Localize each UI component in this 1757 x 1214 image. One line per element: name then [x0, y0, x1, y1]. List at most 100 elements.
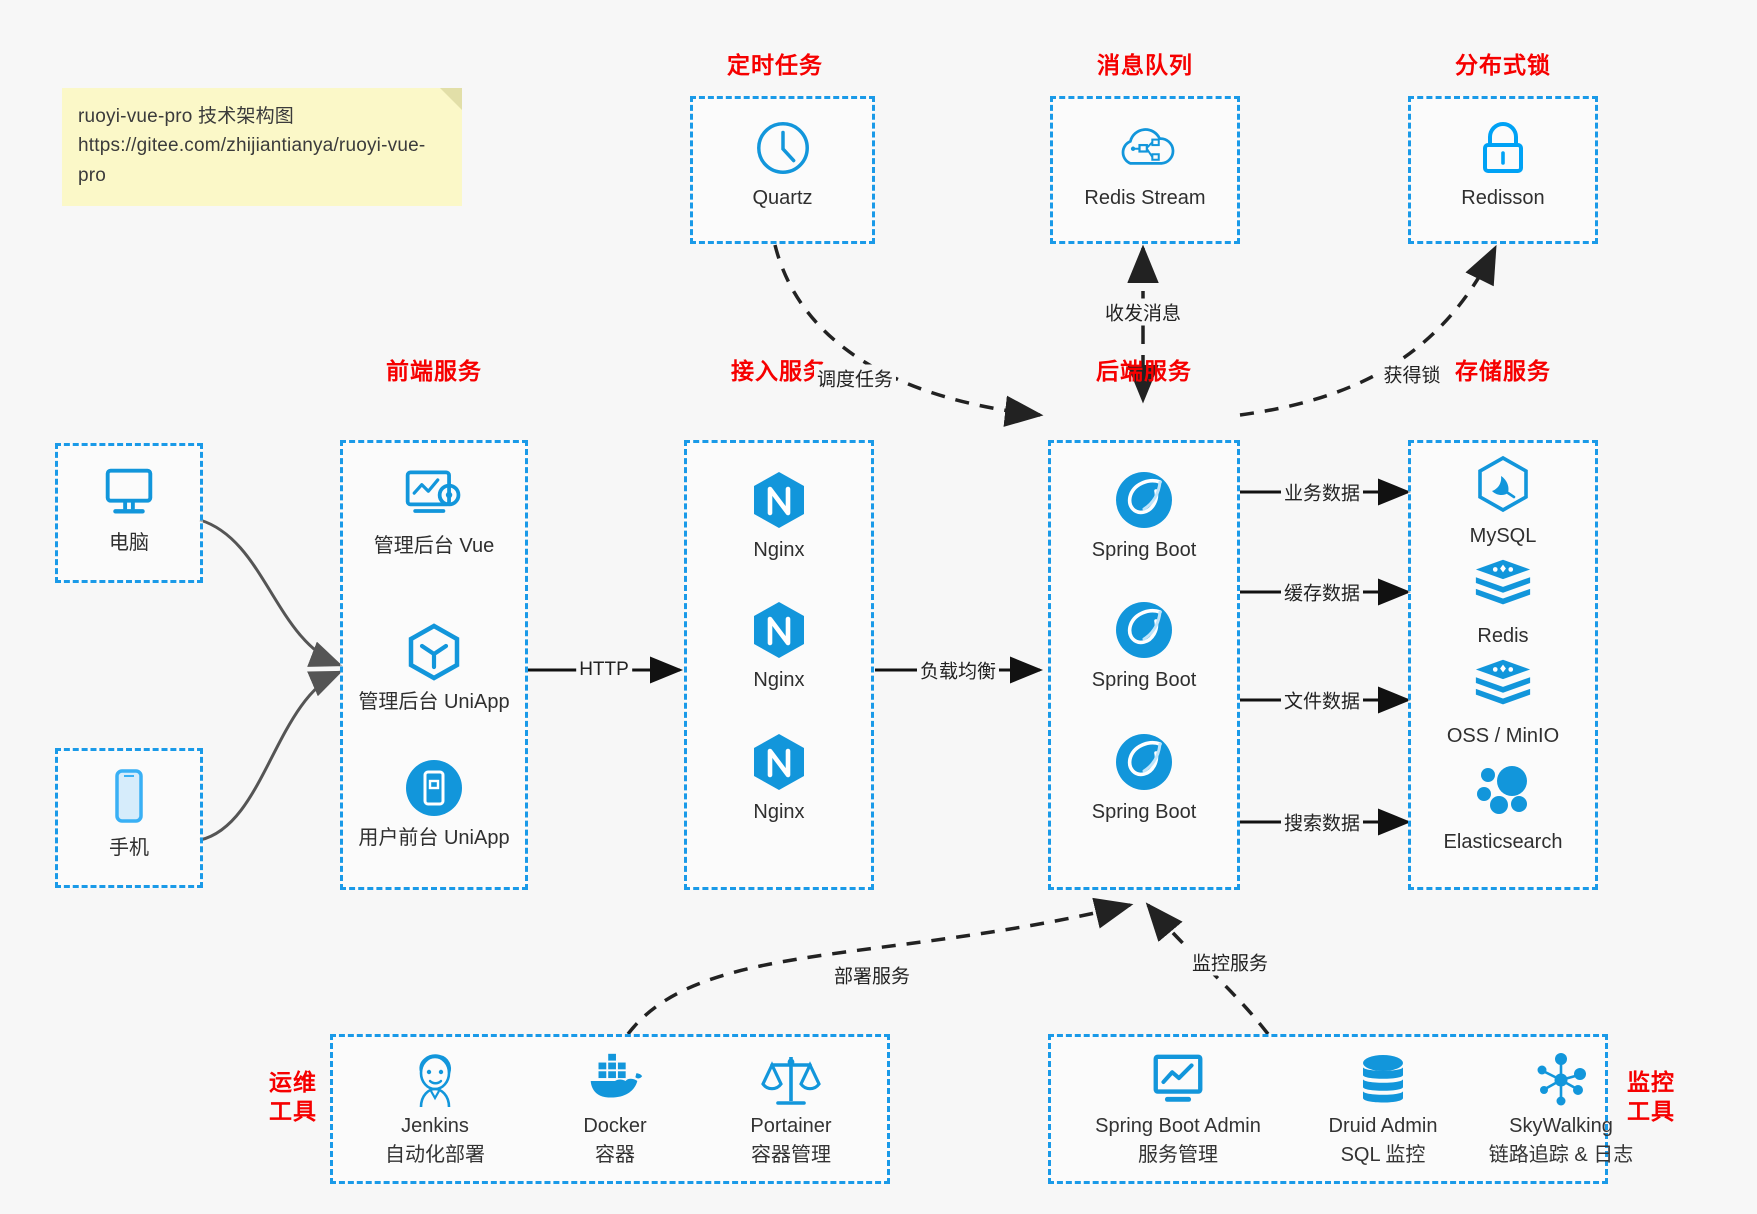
node-docker[interactable]: Docker 容器 — [525, 1051, 705, 1167]
spring-icon — [1051, 469, 1237, 531]
node-admin-uniapp[interactable]: 管理后台 UniApp — [343, 621, 525, 715]
group-storage[interactable]: MySQL Redis — [1408, 440, 1598, 890]
group-mq[interactable]: Redis Stream — [1050, 96, 1240, 244]
node-label: MySQL — [1469, 525, 1537, 547]
group-title-gateway: 接入服务 — [731, 358, 827, 384]
clock-icon — [693, 117, 872, 179]
cloud-stream-icon — [1053, 117, 1237, 179]
node-redisson[interactable]: Redisson — [1411, 117, 1595, 211]
node-label: Jenkins — [401, 1115, 469, 1137]
group-scheduler[interactable]: Quartz — [690, 96, 875, 244]
node-sublabel: 容器管理 — [751, 1144, 831, 1166]
node-admin-vue[interactable]: 管理后台 Vue — [343, 465, 525, 559]
edge-mobile-to-frontend — [199, 670, 343, 842]
node-label: 管理后台 UniApp — [358, 691, 510, 713]
edge-label-http: HTTP — [576, 659, 632, 681]
group-title-monitor-line2: 工具 — [1627, 1097, 1675, 1124]
group-frontend[interactable]: 管理后台 Vue 管理后台 UniApp 用户前台 UniApp — [340, 440, 528, 890]
node-user-uniapp[interactable]: 用户前台 UniApp — [343, 757, 525, 851]
node-quartz[interactable]: Quartz — [693, 117, 872, 211]
node-portainer[interactable]: Portainer 容器管理 — [701, 1051, 881, 1167]
group-gateway[interactable]: Nginx Nginx Nginx — [684, 440, 874, 890]
node-label: Spring Boot — [1091, 669, 1197, 691]
spring-icon — [1051, 731, 1237, 793]
node-nginx-2[interactable]: Nginx — [687, 599, 871, 693]
edge-label-load-balance: 负载均衡 — [916, 656, 1000, 684]
node-sublabel: 容器 — [595, 1144, 635, 1166]
redis-icon — [1411, 555, 1595, 617]
node-sublabel: SQL 监控 — [1340, 1144, 1426, 1166]
node-jenkins[interactable]: Jenkins 自动化部署 — [345, 1051, 525, 1167]
node-label: Elasticsearch — [1443, 831, 1563, 853]
note-line-url: https://gitee.com/zhijiantianya/ruoyi-vu… — [78, 135, 426, 186]
node-redis-stream[interactable]: Redis Stream — [1053, 117, 1237, 211]
node-nginx-1[interactable]: Nginx — [687, 469, 871, 563]
node-skywalking[interactable]: SkyWalking 链路追踪 & 日志 — [1461, 1051, 1661, 1167]
desktop-icon — [58, 462, 200, 524]
node-druid-admin[interactable]: Druid Admin SQL 监控 — [1299, 1051, 1467, 1167]
scale-icon — [701, 1051, 881, 1111]
edge-label-file-data: 文件数据 — [1280, 686, 1364, 714]
node-label: Druid Admin — [1328, 1115, 1438, 1137]
node-label: Spring Boot Admin — [1095, 1115, 1261, 1137]
group-client-pc[interactable]: 电脑 — [55, 443, 203, 583]
group-title-storage: 存储服务 — [1455, 358, 1551, 384]
node-sublabel: 自动化部署 — [385, 1144, 485, 1166]
docker-icon — [525, 1051, 705, 1111]
node-springboot-2[interactable]: Spring Boot — [1051, 599, 1237, 693]
lock-icon — [1411, 117, 1595, 179]
edge-backend-to-lock — [1239, 244, 1497, 417]
node-sublabel: 链路追踪 & 日志 — [1488, 1144, 1634, 1166]
node-pc[interactable]: 电脑 — [58, 462, 200, 556]
node-label: Redisson — [1461, 187, 1545, 209]
edge-label-deploy-service: 部署服务 — [830, 961, 914, 989]
group-title-frontend: 前端服务 — [386, 358, 482, 384]
node-label: Redis — [1477, 625, 1529, 647]
node-sublabel: 服务管理 — [1138, 1144, 1218, 1166]
group-monitor[interactable]: Spring Boot Admin 服务管理 Druid Admin SQL 监… — [1048, 1034, 1633, 1184]
cube-icon — [343, 621, 525, 683]
edge-label-schedule-task: 调度任务 — [813, 364, 897, 392]
elasticsearch-icon — [1411, 761, 1595, 823]
group-title-devops: 运维 工具 — [258, 1068, 328, 1126]
database-icon — [1299, 1051, 1467, 1111]
nginx-icon — [687, 731, 871, 793]
spring-icon — [1051, 599, 1237, 661]
edge-label-search-data: 搜索数据 — [1280, 808, 1364, 836]
group-title-scheduler: 定时任务 — [727, 52, 823, 78]
group-client-mobile[interactable]: 手机 — [55, 748, 203, 888]
node-label: OSS / MinIO — [1446, 725, 1560, 747]
group-title-mq: 消息队列 — [1097, 52, 1193, 78]
nginx-icon — [687, 469, 871, 531]
group-lock[interactable]: Redisson — [1408, 96, 1598, 244]
group-title-lock: 分布式锁 — [1455, 52, 1551, 78]
node-label: Redis Stream — [1084, 187, 1206, 209]
node-redis[interactable]: Redis — [1411, 555, 1595, 649]
edge-label-acquire-lock: 获得锁 — [1380, 360, 1444, 388]
node-springboot-3[interactable]: Spring Boot — [1051, 731, 1237, 825]
node-elasticsearch[interactable]: Elasticsearch — [1411, 761, 1595, 855]
mysql-icon — [1411, 455, 1595, 517]
edge-pc-to-frontend — [199, 518, 343, 667]
node-mysql[interactable]: MySQL — [1411, 455, 1595, 549]
node-springboot-1[interactable]: Spring Boot — [1051, 469, 1237, 563]
node-label: Spring Boot — [1091, 539, 1197, 561]
node-label: 电脑 — [109, 532, 149, 554]
group-devops[interactable]: Jenkins 自动化部署 Docker 容器 — [330, 1034, 890, 1184]
group-backend[interactable]: Spring Boot Spring Boot Spring Boot — [1048, 440, 1240, 890]
node-label: SkyWalking — [1509, 1115, 1613, 1137]
node-mobile[interactable]: 手机 — [58, 767, 200, 861]
network-nodes-icon — [1461, 1051, 1661, 1111]
node-oss-minio[interactable]: OSS / MinIO — [1411, 655, 1595, 749]
node-nginx-3[interactable]: Nginx — [687, 731, 871, 825]
node-label: 管理后台 Vue — [373, 535, 495, 557]
phone-icon — [58, 767, 200, 829]
node-label: Nginx — [753, 669, 805, 691]
node-spring-boot-admin[interactable]: Spring Boot Admin 服务管理 — [1069, 1051, 1287, 1167]
node-label: Spring Boot — [1091, 801, 1197, 823]
jenkins-icon — [345, 1051, 525, 1111]
edge-label-mq-messages: 收发消息 — [1101, 298, 1185, 326]
note-card: ruoyi-vue-pro 技术架构图 https://gitee.com/zh… — [62, 88, 462, 207]
node-label: Docker — [583, 1115, 647, 1137]
